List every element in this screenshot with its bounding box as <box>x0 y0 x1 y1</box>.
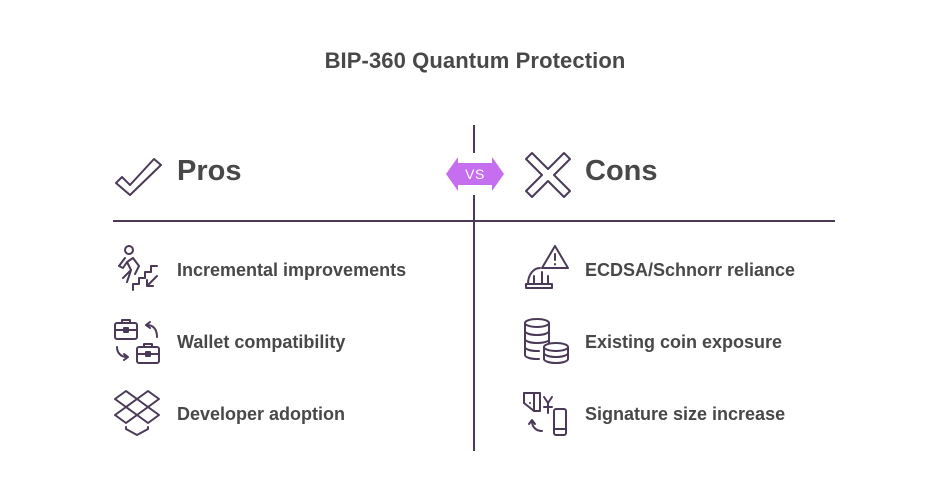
center-divider-top <box>473 125 475 153</box>
diagram-title: BIP-360 Quantum Protection <box>324 48 626 73</box>
pros-item-label: Wallet compatibility <box>177 332 346 352</box>
cons-item-label: Signature size increase <box>585 404 786 424</box>
cons-item-label: ECDSA/Schnorr reliance <box>585 260 796 280</box>
vs-badge-icon <box>446 157 504 191</box>
cons-item-label: Existing coin exposure <box>585 332 783 352</box>
x-mark-icon <box>525 152 571 198</box>
pros-item-label: Developer adoption <box>177 404 346 424</box>
cons-heading: Cons <box>585 155 658 187</box>
person-climbing-stairs-icon <box>118 245 158 291</box>
pros-item-label: Incremental improvements <box>177 260 407 280</box>
pros-heading: Pros <box>177 155 242 187</box>
wallet-phone-transfer-icon <box>523 392 567 436</box>
coin-stacks-icon <box>524 318 569 364</box>
cons-header-rule <box>474 220 835 222</box>
checkmark-icon <box>115 158 162 196</box>
briefcase-exchange-icon <box>114 319 160 364</box>
dropbox-boxes-icon <box>114 390 160 436</box>
pros-header-rule <box>113 220 475 222</box>
vs-label: VS <box>465 166 485 182</box>
warning-hardhat-icon <box>525 245 569 289</box>
center-divider-bottom <box>473 195 475 451</box>
